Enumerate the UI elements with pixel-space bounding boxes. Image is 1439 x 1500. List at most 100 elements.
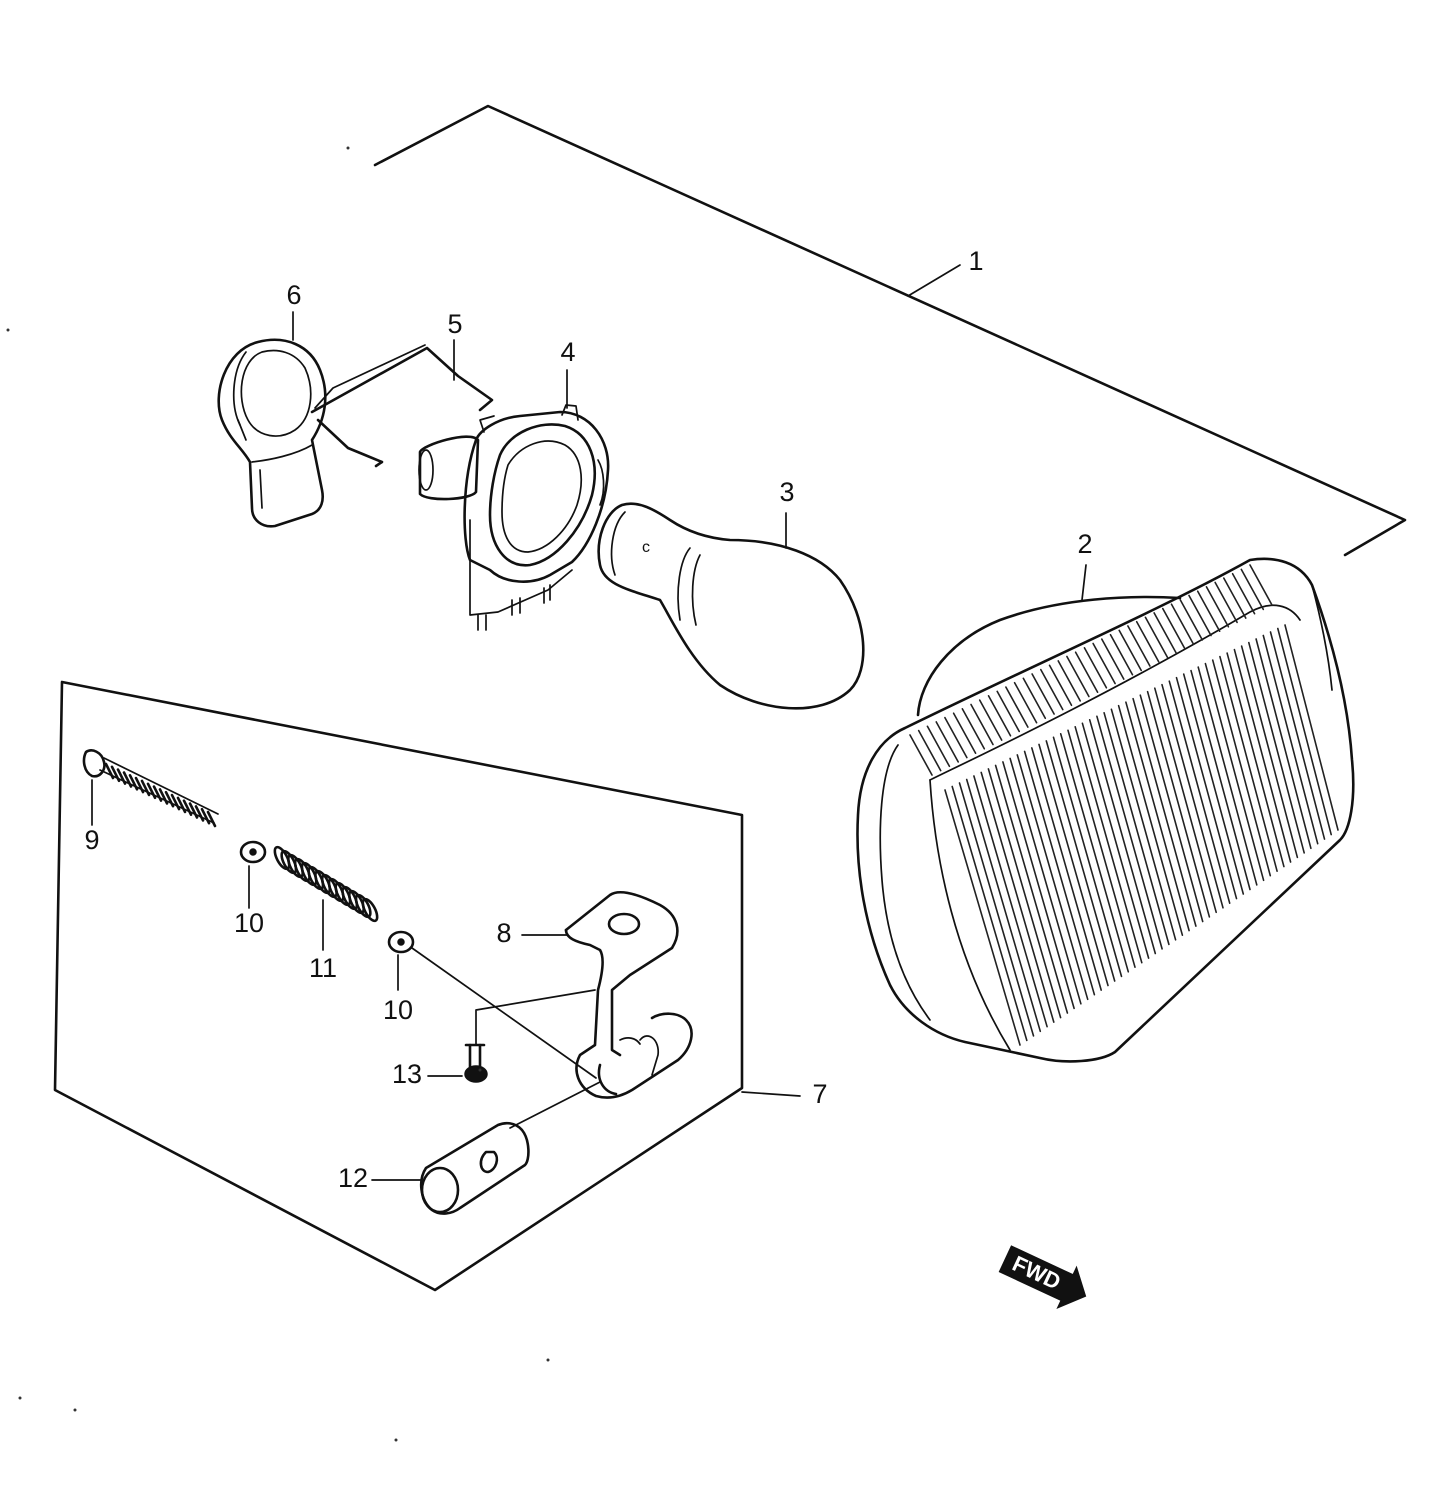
callout-1: 1 bbox=[968, 246, 983, 276]
lens-rib bbox=[1161, 683, 1224, 909]
spring-coil bbox=[361, 897, 379, 923]
lens-rib bbox=[1240, 645, 1299, 859]
lens-rim-rib bbox=[1249, 564, 1273, 606]
lens-rim-rib bbox=[1022, 677, 1047, 720]
lens-rim-rib bbox=[1170, 603, 1195, 646]
lens-rim-rib bbox=[1153, 612, 1177, 654]
lens-rib bbox=[965, 778, 1042, 1033]
callout-13: 13 bbox=[392, 1059, 422, 1089]
bulb-mark: c bbox=[642, 539, 650, 556]
lens-rib bbox=[1197, 666, 1258, 886]
spring-coils bbox=[273, 845, 379, 923]
lens-rib bbox=[944, 789, 1021, 1046]
lens-rim-rib bbox=[926, 725, 951, 768]
lens-rim-rib bbox=[917, 729, 942, 772]
lens-rib bbox=[1255, 638, 1312, 850]
lens-rim-rib bbox=[987, 694, 1012, 737]
lens-rib bbox=[1182, 673, 1245, 895]
lens-rib bbox=[1284, 624, 1339, 831]
fwd-arrow-icon: FWD bbox=[998, 1245, 1087, 1310]
lens-rib bbox=[973, 775, 1048, 1028]
lens-rib bbox=[1139, 694, 1204, 923]
lens-rim-rib bbox=[1135, 620, 1160, 663]
part-screw bbox=[82, 749, 219, 828]
lens-rib bbox=[951, 785, 1028, 1042]
part-washer-upper bbox=[239, 840, 267, 864]
callout-11: 11 bbox=[309, 953, 337, 983]
lens-rim-rib bbox=[978, 699, 1003, 741]
lens-rim-rib bbox=[1196, 590, 1221, 633]
lens-rib bbox=[1052, 736, 1123, 978]
callout-6: 6 bbox=[286, 280, 301, 310]
lens-rib bbox=[1059, 732, 1130, 973]
lens-rim-rib bbox=[935, 721, 960, 763]
part-wire bbox=[310, 344, 494, 468]
part-bulb: c bbox=[597, 502, 865, 710]
lens-rim-rib bbox=[970, 703, 994, 746]
lens-rim-rib bbox=[1188, 594, 1212, 637]
part-turn-signal-lens bbox=[856, 557, 1355, 1063]
lens-rib bbox=[1096, 715, 1163, 950]
part-washer-lower bbox=[387, 930, 415, 954]
callout-labels: 1 2 3 4 5 6 7 8 9 10 10 11 12 13 bbox=[84, 246, 1092, 1193]
lens-rim-rib bbox=[1005, 686, 1029, 728]
lens-rim-rib bbox=[1074, 651, 1099, 694]
lens-rim-rib bbox=[1214, 581, 1238, 624]
lens-rib bbox=[1233, 648, 1292, 863]
lens-rib bbox=[1038, 743, 1109, 987]
lens-rib bbox=[1226, 652, 1285, 868]
lens-rim-rib bbox=[1101, 638, 1125, 680]
lens-rib bbox=[1088, 718, 1157, 955]
lens-ribs bbox=[909, 564, 1339, 1046]
lens-rim-rib bbox=[1205, 585, 1230, 628]
lens-rib bbox=[1067, 729, 1136, 969]
lens-rib bbox=[1154, 687, 1217, 914]
lens-rib bbox=[1168, 680, 1231, 905]
lens-rim-rib bbox=[1040, 668, 1064, 711]
lens-rib bbox=[1277, 627, 1332, 836]
lens-rib bbox=[1248, 641, 1305, 854]
lens-rim-rib bbox=[1231, 572, 1256, 615]
lens-rib bbox=[1190, 669, 1251, 891]
lens-rib bbox=[1103, 711, 1170, 946]
lens-rim-rib bbox=[1144, 616, 1169, 659]
callout-5: 5 bbox=[447, 309, 462, 339]
lens-rib bbox=[1009, 757, 1082, 1005]
lens-rib bbox=[1211, 659, 1272, 877]
lens-rib bbox=[1110, 708, 1177, 941]
lens-rib bbox=[1219, 655, 1278, 873]
lens-rim-rib bbox=[952, 712, 977, 755]
lens-rim-rib bbox=[961, 707, 986, 750]
callout-12: 12 bbox=[338, 1163, 368, 1193]
lens-rib bbox=[1031, 747, 1102, 991]
lens-rim-rib bbox=[1092, 642, 1116, 685]
lens-rim-rib bbox=[1118, 629, 1142, 672]
lens-rib bbox=[1125, 701, 1190, 932]
lens-rib bbox=[1023, 750, 1096, 996]
lens-rib bbox=[958, 782, 1035, 1037]
lens-rib bbox=[1175, 676, 1238, 900]
lens-rim-rib bbox=[1013, 681, 1038, 724]
lens-rim-rib bbox=[1240, 568, 1265, 611]
callout-3: 3 bbox=[779, 477, 794, 507]
callout-4: 4 bbox=[560, 337, 575, 367]
part-collar bbox=[419, 1081, 601, 1215]
kit-box-7 bbox=[53, 680, 744, 1292]
lens-rim-rib bbox=[1109, 633, 1134, 676]
part-bulb-socket bbox=[418, 404, 610, 631]
lens-rim-rib bbox=[1066, 655, 1090, 698]
lens-rib bbox=[1132, 697, 1197, 927]
lens-rim-rib bbox=[1083, 646, 1108, 689]
lens-rib bbox=[1045, 740, 1116, 982]
lens-rib bbox=[1117, 704, 1184, 937]
lens-rim-rib bbox=[944, 716, 968, 759]
lens-rib bbox=[1002, 761, 1075, 1010]
part-spring bbox=[273, 845, 379, 923]
callout-7: 7 bbox=[812, 1079, 827, 1109]
lens-rib bbox=[1269, 631, 1326, 840]
callout-10-upper: 10 bbox=[234, 908, 264, 938]
leader-lines bbox=[91, 264, 1087, 1181]
lens-rim-rib bbox=[1127, 625, 1151, 667]
lens-rib bbox=[1146, 690, 1211, 918]
scan-speckles bbox=[6, 146, 550, 1442]
